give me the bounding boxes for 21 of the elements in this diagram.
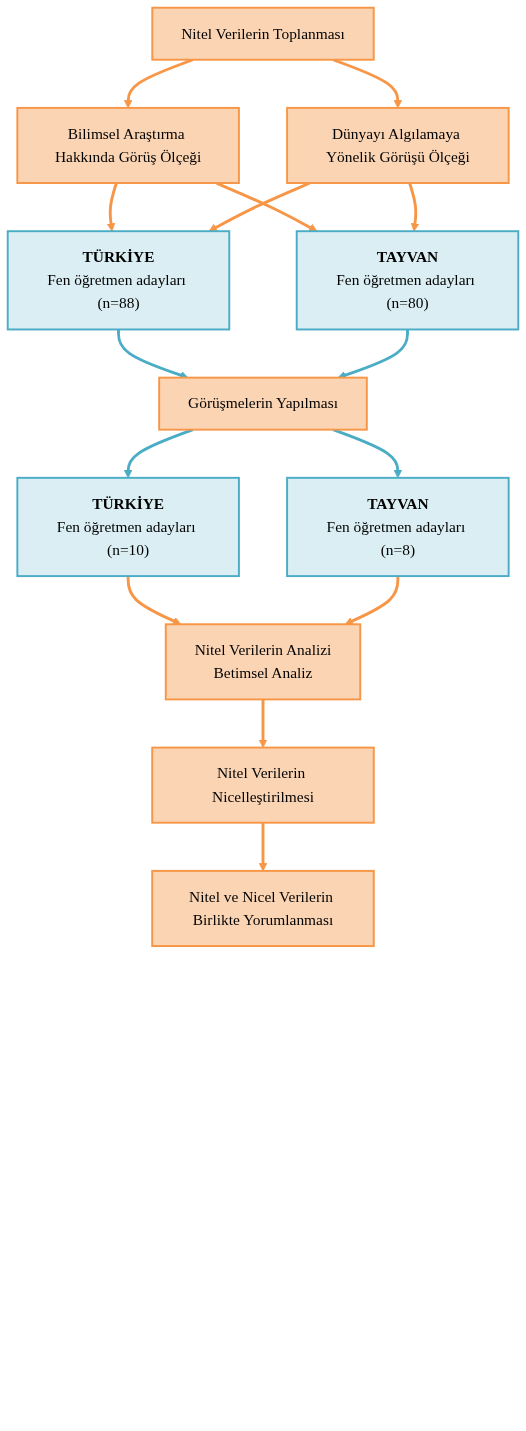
node-box: TÜRKİYE Fen öğretmen adayları (n=10) [16,476,240,578]
node-box: Dünyayı Algılamaya Yönelik Görüşü Ölçeği [286,106,510,184]
node-box: Nitel ve Nicel Verilerin Birlikte Yorumlanması [151,869,375,947]
node-box: Nitel Verilerin Nicelleştirilmesi [151,746,375,824]
node-box: Görüşmelerin Yapılması [158,376,368,431]
arrow [408,182,420,232]
node-box: Bilimsel Araştırma Hakkında Görüş Ölçeği [16,106,240,184]
node-box: TAYVAN Fen öğretmen adayları (n=8) [286,476,510,578]
arrow [258,699,268,748]
node-box: TÜRKİYE Fen öğretmen adayları (n=88) [6,230,231,331]
arrow [126,576,182,625]
arrow [258,822,268,872]
arrow [332,58,403,109]
arrow [123,58,194,109]
arrow [344,576,400,625]
node-box: Nitel Verilerin Toplanması [151,6,375,61]
node-box: Nitel Verilerin Analizi Betimsel Analiz [164,623,362,701]
arrow [106,182,118,232]
arrow [332,428,403,479]
arrow [123,428,194,479]
node-box: TAYVAN Fen öğretmen adayları (n=80) [295,230,520,331]
